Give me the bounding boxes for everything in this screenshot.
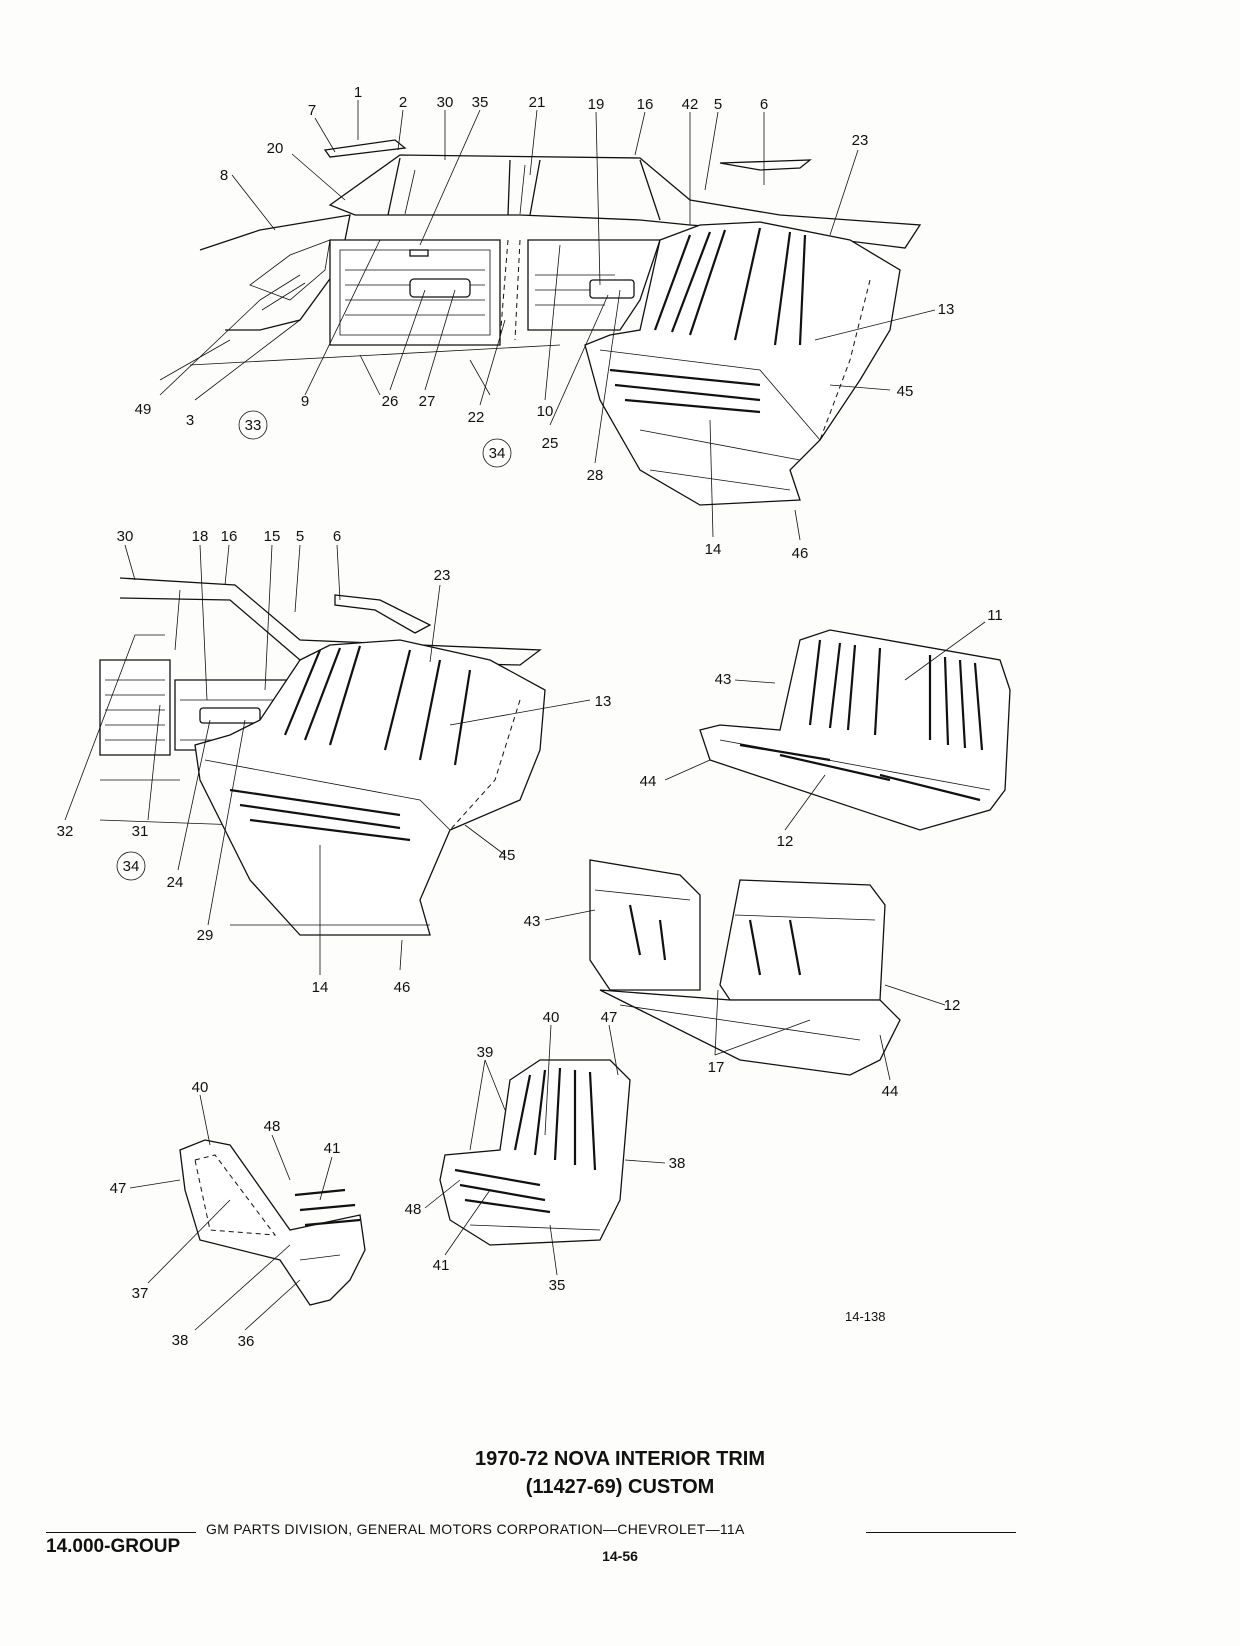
callout-label: 13 xyxy=(938,301,955,318)
callout-label: 2 xyxy=(399,94,407,111)
bucket-seat-right xyxy=(439,1059,631,1246)
callout-label: 46 xyxy=(792,545,809,562)
circled-callout-label: 34 xyxy=(489,445,506,462)
callout-label: 45 xyxy=(499,847,516,864)
callout-label: 23 xyxy=(434,567,451,584)
callout-label: 15 xyxy=(264,528,281,545)
callout-label: 43 xyxy=(715,671,732,688)
callout-label: 38 xyxy=(669,1155,686,1172)
callout-label: 3 xyxy=(186,412,194,429)
callout-label: 39 xyxy=(477,1044,494,1061)
callout-label: 16 xyxy=(221,528,238,545)
middle-interior-assembly xyxy=(99,577,546,936)
callout-label: 5 xyxy=(296,528,304,545)
circled-reference-mark xyxy=(238,410,268,440)
callout-label: 40 xyxy=(192,1079,209,1096)
callout-label: 20 xyxy=(267,140,284,157)
callout-label: 38 xyxy=(172,1332,189,1349)
callout-label: 41 xyxy=(324,1140,341,1157)
callout-label: 42 xyxy=(682,96,699,113)
callout-label: 16 xyxy=(637,96,654,113)
footer-rule-right xyxy=(866,1532,1016,1533)
page-title: 1970-72 NOVA INTERIOR TRIM xyxy=(474,1448,766,1470)
figure-id: 14-138 xyxy=(845,1309,885,1324)
callout-label: 45 xyxy=(897,383,914,400)
callout-label: 48 xyxy=(264,1118,281,1135)
callout-label: 30 xyxy=(117,528,134,545)
callout-label: 40 xyxy=(543,1009,560,1026)
footer: GM PARTS DIVISION, GENERAL MOTORS CORPOR… xyxy=(46,1521,1016,1541)
split-bench-seat-assembly xyxy=(589,859,901,1076)
callout-label: 22 xyxy=(468,409,485,426)
callout-label: 21 xyxy=(529,94,546,111)
page-number: 14-56 xyxy=(602,1548,638,1564)
callout-label: 31 xyxy=(132,823,149,840)
callout-label: 23 xyxy=(852,132,869,149)
circled-reference-mark xyxy=(482,438,512,468)
callout-label: 12 xyxy=(777,833,794,850)
callout-label: 19 xyxy=(588,96,605,113)
callout-label: 32 xyxy=(57,823,74,840)
callout-label: 6 xyxy=(760,96,768,113)
callout-label: 35 xyxy=(549,1277,566,1294)
callout-label: 47 xyxy=(601,1009,618,1026)
callout-label: 43 xyxy=(524,913,541,930)
callout-label: 44 xyxy=(640,773,657,790)
circled-callout-label: 34 xyxy=(123,858,140,875)
callout-label: 49 xyxy=(135,401,152,418)
bench-seat-assembly xyxy=(699,629,1011,831)
callout-label: 8 xyxy=(220,167,228,184)
callout-label: 41 xyxy=(433,1257,450,1274)
callout-label: 47 xyxy=(110,1180,127,1197)
callout-label: 9 xyxy=(301,393,309,410)
callout-label: 37 xyxy=(132,1285,149,1302)
callout-label: 24 xyxy=(167,874,184,891)
callout-label: 11 xyxy=(987,607,1003,624)
callout-label: 6 xyxy=(333,528,341,545)
footer-rule-left xyxy=(46,1532,196,1533)
callout-labels: 1 2 30 35 21 19 16 42 5 6 7 20 8 23 13 4… xyxy=(57,84,1003,1350)
callout-label: 29 xyxy=(197,927,214,944)
callout-label: 48 xyxy=(405,1201,422,1218)
callout-label: 10 xyxy=(537,403,554,420)
callout-label: 5 xyxy=(714,96,722,113)
leader-lines xyxy=(64,100,986,1331)
callout-label: 28 xyxy=(587,467,604,484)
callout-label: 1 xyxy=(354,84,362,101)
callout-label: 46 xyxy=(394,979,411,996)
footer-text: GM PARTS DIVISION, GENERAL MOTORS CORPOR… xyxy=(206,1521,745,1537)
callout-label: 30 xyxy=(437,94,454,111)
callout-label: 13 xyxy=(595,693,612,710)
callout-label: 12 xyxy=(944,997,961,1014)
circled-reference-mark xyxy=(116,851,146,881)
callout-label: 35 xyxy=(472,94,489,111)
callout-label: 17 xyxy=(708,1059,725,1076)
callout-label: 25 xyxy=(542,435,559,452)
group-label: 14.000-GROUP xyxy=(46,1536,181,1557)
page-subtitle: (11427-69) CUSTOM xyxy=(525,1476,715,1498)
callout-label: 7 xyxy=(308,102,316,119)
callout-label: 18 xyxy=(192,528,209,545)
callout-label: 26 xyxy=(382,393,399,410)
callout-label: 36 xyxy=(238,1333,255,1350)
callout-label: 27 xyxy=(419,393,436,410)
callout-label: 14 xyxy=(705,541,722,558)
top-interior-assembly xyxy=(159,139,922,506)
callout-label: 14 xyxy=(312,979,329,996)
callout-label: 44 xyxy=(882,1083,899,1100)
bucket-seat-left xyxy=(179,1139,366,1306)
circled-callout-label: 33 xyxy=(245,417,262,434)
